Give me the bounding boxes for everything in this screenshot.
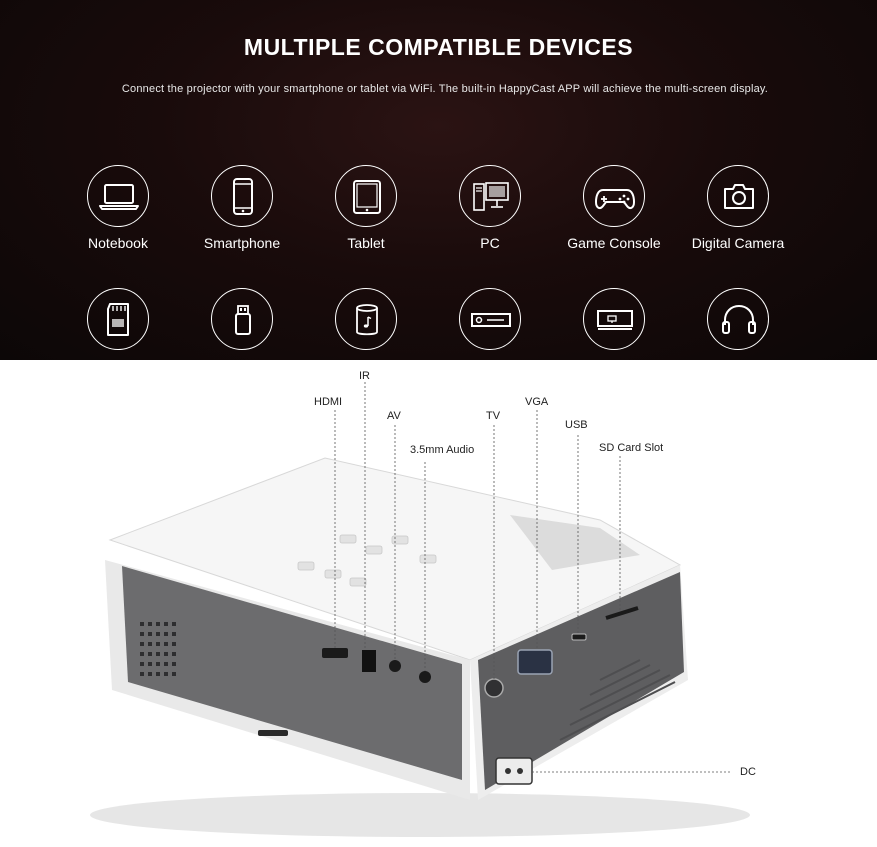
device-label: Game Console bbox=[567, 235, 661, 251]
port-label-hdmi: HDMI bbox=[314, 396, 343, 408]
device-row-1: Notebook Smartphone Tablet bbox=[56, 165, 796, 251]
device-label: Digital Camera bbox=[691, 235, 785, 251]
port-label-dc: DC bbox=[740, 766, 756, 778]
port-label-audio: 3.5mm Audio bbox=[410, 444, 475, 456]
device-label: Smartphone bbox=[203, 235, 281, 251]
port-label-sd: SD Card Slot bbox=[599, 442, 664, 454]
device-digital-camera: Digital Camera bbox=[676, 165, 800, 251]
device-game-console: Game Console bbox=[552, 165, 676, 251]
port-label-usb: USB bbox=[565, 419, 588, 431]
usb-drive-icon bbox=[235, 305, 251, 335]
headphones-icon bbox=[722, 304, 756, 334]
projector-ports-panel: IR HDMI AV TV VGA USB 3.5mm Audio SD Car… bbox=[0, 360, 877, 847]
device-smartphone: Smartphone bbox=[180, 165, 304, 251]
speaker-icon bbox=[356, 304, 378, 336]
port-label-tv: TV bbox=[486, 410, 501, 422]
page-title: MULTIPLE COMPATIBLE DEVICES bbox=[243, 34, 634, 60]
dvd-player-icon bbox=[471, 313, 511, 327]
device-tv-box bbox=[552, 288, 676, 350]
device-pc: PC bbox=[428, 165, 552, 251]
tv-box-icon bbox=[597, 310, 633, 330]
device-label: Tablet bbox=[347, 235, 385, 251]
port-label-ir: IR bbox=[359, 370, 370, 382]
device-sd-card bbox=[56, 288, 180, 350]
projector-illustration bbox=[90, 382, 750, 837]
device-usb-drive bbox=[180, 288, 304, 350]
device-dvd-player bbox=[428, 288, 552, 350]
device-speaker bbox=[304, 288, 428, 350]
device-tablet: Tablet bbox=[304, 165, 428, 251]
device-headphones bbox=[676, 288, 800, 350]
device-notebook: Notebook bbox=[56, 165, 180, 251]
devices-banner: MULTIPLE COMPATIBLE DEVICES Connect the … bbox=[0, 0, 877, 360]
sd-card-icon bbox=[107, 303, 129, 336]
laptop-icon bbox=[99, 184, 139, 210]
tablet-icon bbox=[353, 180, 381, 214]
camera-icon bbox=[724, 184, 754, 209]
device-label: Notebook bbox=[88, 235, 148, 251]
smartphone-icon bbox=[233, 178, 253, 215]
gamepad-icon bbox=[594, 189, 636, 210]
page-subtitle: Connect the projector with your smartpho… bbox=[121, 83, 769, 95]
port-label-av: AV bbox=[387, 410, 401, 422]
port-label-vga: VGA bbox=[525, 396, 549, 408]
desktop-pc-icon bbox=[473, 182, 509, 211]
device-row-2 bbox=[56, 288, 796, 368]
device-label: PC bbox=[480, 235, 500, 251]
